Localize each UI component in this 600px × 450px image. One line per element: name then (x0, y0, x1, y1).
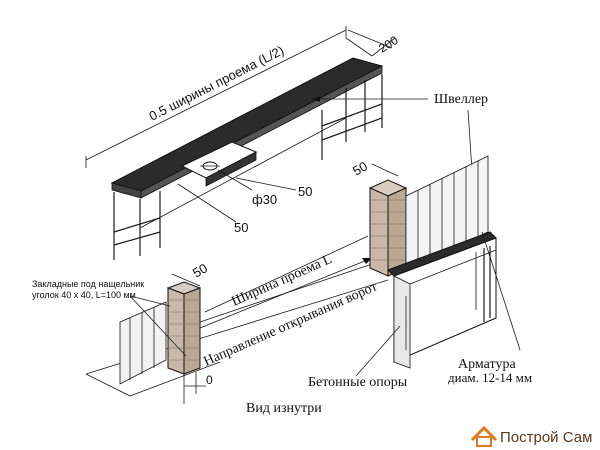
dim-50-right-line (371, 163, 399, 177)
embed-leader (129, 295, 171, 307)
rebar-label-line1: Арматура (458, 357, 516, 372)
dim-200-ext (345, 37, 373, 57)
dim-50-right-label: 50 (350, 158, 370, 178)
dim-0-label: 0 (206, 373, 213, 387)
phi30-leader (217, 169, 253, 191)
inside-view-label: Вид изнутри (246, 401, 322, 416)
phi30-label: ф30 (252, 192, 277, 207)
embed-note-line2: уголок 40 х 40, L=100 мм (32, 290, 136, 300)
right-post-side (387, 187, 407, 277)
concrete-leader (355, 325, 401, 377)
width-half-dim-line (85, 29, 347, 161)
left-post-brick-lines (168, 299, 200, 361)
dim-50-left-label: 50 (190, 260, 210, 280)
arrowhead (312, 96, 320, 102)
frame-rail-long (139, 117, 347, 229)
frame-rail (321, 103, 383, 127)
base-plate-side (205, 151, 257, 187)
channel-label: Швеллер (434, 92, 488, 107)
brand-logo: Построй Сам (470, 425, 592, 447)
concrete-supports-label: Бетонные опоры (308, 375, 408, 390)
opening-edge (129, 361, 221, 397)
house-logo-icon (470, 425, 498, 447)
embed-note-line1: Закладные под нащельник (32, 279, 144, 289)
rebar-label-line2: диам. 12-14 мм (448, 370, 532, 385)
dim-200-label: 200 (376, 33, 401, 56)
frame-rail (113, 217, 161, 233)
dim-50-plate-b-label: 50 (234, 220, 248, 235)
opening-width-label: Ширина проема L (230, 252, 335, 310)
dim-50-plate-label: 50 (298, 184, 312, 199)
right-post-brick-lines (370, 199, 406, 261)
direction-arrow-line (199, 257, 373, 329)
open-direction-label: Направление открывания ворот (202, 279, 380, 369)
dim-200-ext (371, 37, 396, 57)
dim-50-plate-line (235, 177, 297, 191)
top-frame (85, 26, 396, 260)
left-post-face (167, 287, 185, 375)
frame-rail (113, 231, 161, 246)
left-post-side (183, 287, 201, 375)
frame-rail (321, 117, 383, 141)
brand-text: Построй Сам (500, 429, 592, 446)
dim-200-line (347, 29, 393, 49)
left-gate-panel (119, 301, 167, 385)
right-post-face (369, 187, 389, 277)
embed-leader (129, 295, 187, 357)
dim-50-left-line (171, 273, 201, 287)
opening-dim-line (204, 235, 369, 313)
dim-50-plate-b-line (177, 183, 237, 223)
opening-edge (85, 373, 131, 397)
rebar-leader (481, 231, 521, 351)
